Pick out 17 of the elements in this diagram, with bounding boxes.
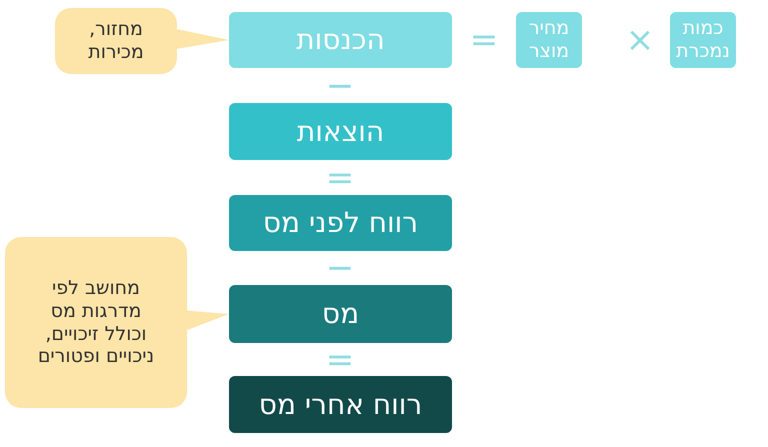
operator-symbol: −	[326, 251, 354, 285]
operator-symbol: =	[326, 343, 354, 377]
callout-tail	[176, 29, 229, 49]
process-box: מס	[229, 285, 452, 343]
operator-symbol: =	[470, 23, 498, 57]
callout-tail	[186, 310, 229, 330]
process-box: כמות נמכרת	[670, 12, 736, 68]
process-box: רווח אחרי מס	[229, 376, 452, 433]
callout-bubble: מחושב לפי מדרגות מס וכולל זיכויים, ניכויים ופטורים	[5, 237, 187, 408]
operator-symbol: =	[326, 161, 354, 195]
operator-symbol: ×	[626, 23, 654, 57]
process-box: מחיר מוצר	[516, 12, 582, 68]
callout-bubble: מחזור, מכירות	[55, 8, 177, 74]
process-box: הוצאות	[229, 103, 452, 160]
operator-symbol: −	[326, 69, 354, 103]
process-box: הכנסות	[229, 12, 452, 68]
process-box: רווח לפני מס	[229, 195, 452, 251]
